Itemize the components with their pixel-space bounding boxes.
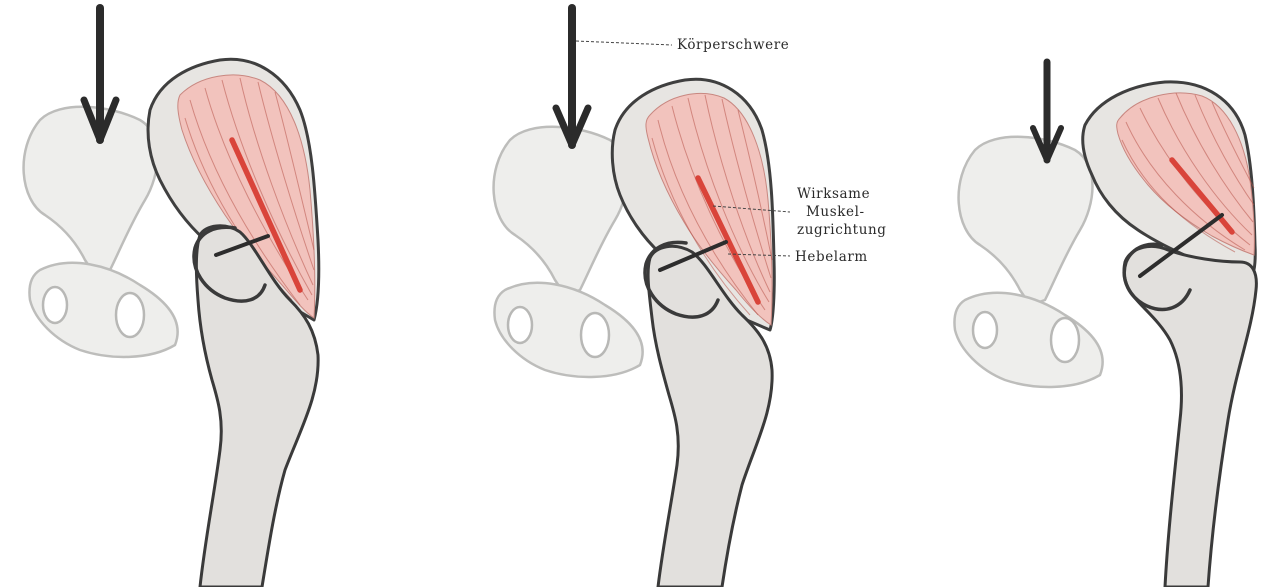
hip-panel-2: Körperschwere Wirksame Muskel- zugrichtu… (494, 8, 887, 587)
obturator-foramen-1 (116, 293, 144, 337)
label-muscle-pull-line1: Wirksame (797, 186, 870, 202)
pelvic-foramen-3 (973, 312, 997, 348)
hip-panel-1 (24, 8, 319, 587)
hip-panel-3 (954, 62, 1256, 587)
leader-body-weight (576, 41, 672, 45)
label-body-weight: Körperschwere (677, 37, 789, 53)
pelvic-foramen-1 (43, 287, 67, 323)
obturator-foramen-3 (1051, 318, 1079, 362)
sacrum-1 (24, 107, 158, 275)
label-muscle-pull-line2: Muskel- (806, 204, 865, 220)
label-muscle-pull-line3: zugrichtung (797, 222, 887, 238)
femur-3 (1124, 246, 1256, 587)
label-lever-arm: Hebelarm (795, 249, 868, 265)
sacrum-3 (959, 137, 1093, 305)
pelvic-foramen-2 (508, 307, 532, 343)
sacrum-2 (494, 127, 628, 295)
obturator-foramen-2 (581, 313, 609, 357)
